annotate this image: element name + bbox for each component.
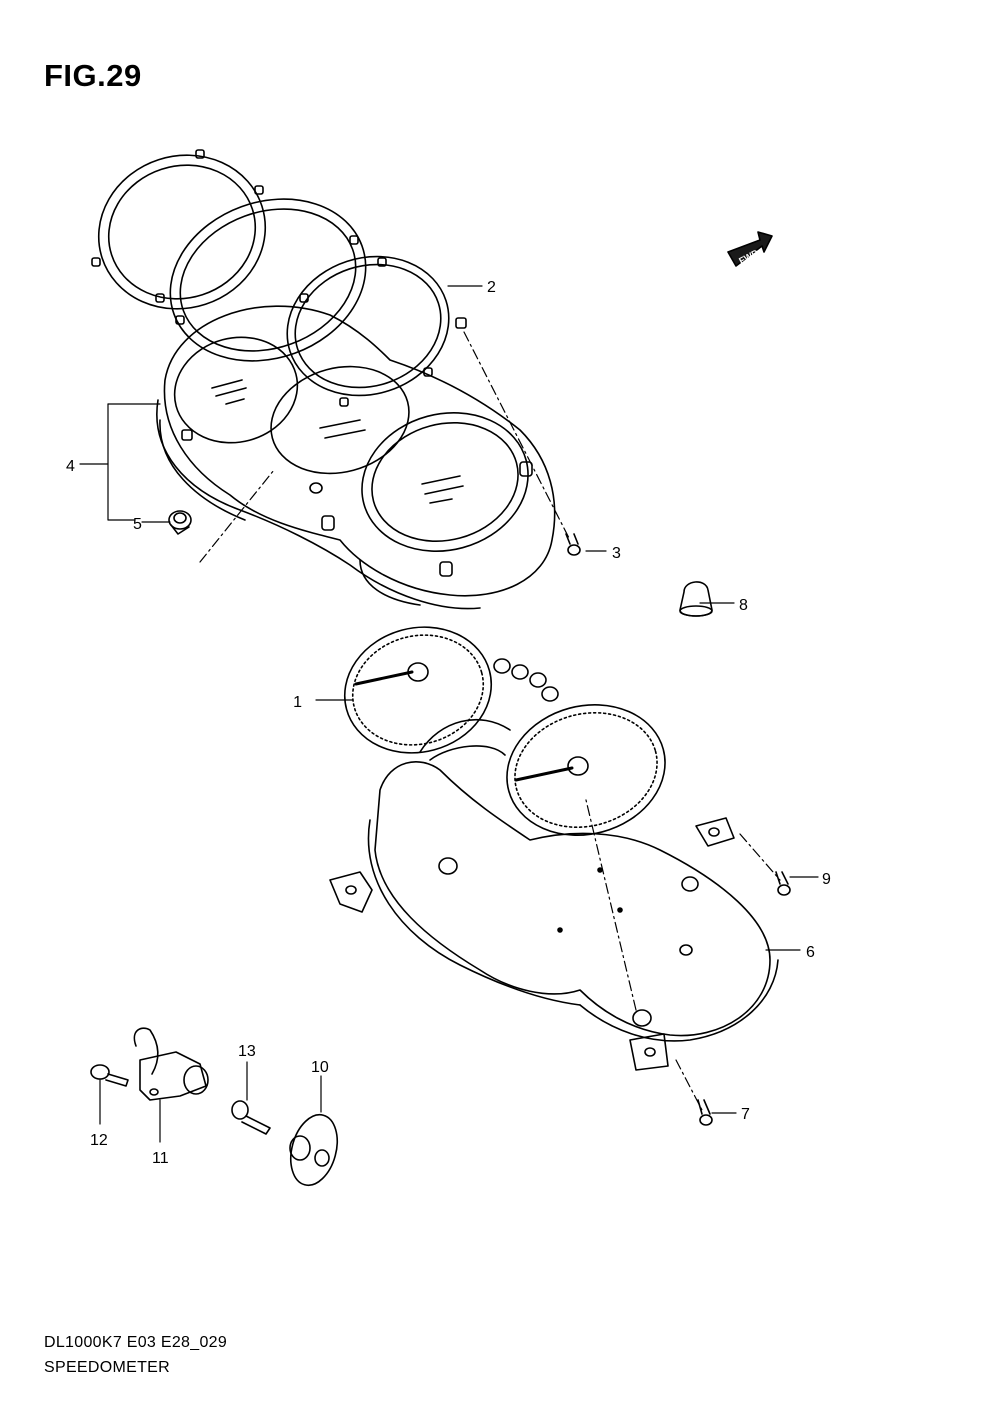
screw-part-9 [775,871,791,896]
diagram-name: SPEEDOMETER [44,1359,170,1376]
callout-9: 9 [822,871,831,888]
callout-8: 8 [739,597,748,614]
fwd-arrow-icon: FWD [727,231,773,267]
outer-ring-middle [169,198,367,362]
callout-13: 13 [238,1043,256,1060]
callout-7: 7 [741,1106,750,1123]
cushion-part-5 [168,510,192,535]
callout-12: 12 [90,1132,108,1149]
leader-lines [79,285,819,1143]
screw-part-7 [697,1099,713,1126]
speed-sensor-part-11 [133,1027,209,1101]
callout-2: 2 [487,279,496,296]
callout-3: 3 [612,545,621,562]
callout-4: 4 [66,458,75,475]
diagram-code: DL1000K7 E03 E28_029 [44,1334,228,1351]
callout-10: 10 [311,1059,329,1076]
callout-5: 5 [133,516,142,533]
callout-labels: 1 2 3 4 5 6 7 8 9 10 11 12 13 [66,279,831,1167]
screw-part-13 [231,1100,271,1135]
callout-11: 11 [152,1150,169,1167]
figure-title: FIG.29 [44,58,142,93]
sensor-rotor-part-10 [289,1113,339,1187]
meter-assembly-part-1 [343,626,666,836]
callout-1: 1 [293,694,302,711]
lower-case-part-6 [329,761,779,1071]
outer-ring-back [91,149,267,310]
callout-6: 6 [806,944,815,961]
cap-part-8 [679,581,713,617]
lens-ring-part-2 [286,255,467,407]
screw-part-3 [565,533,581,556]
bolt-part-12 [90,1064,129,1087]
meter-case-part-4 [156,305,556,610]
